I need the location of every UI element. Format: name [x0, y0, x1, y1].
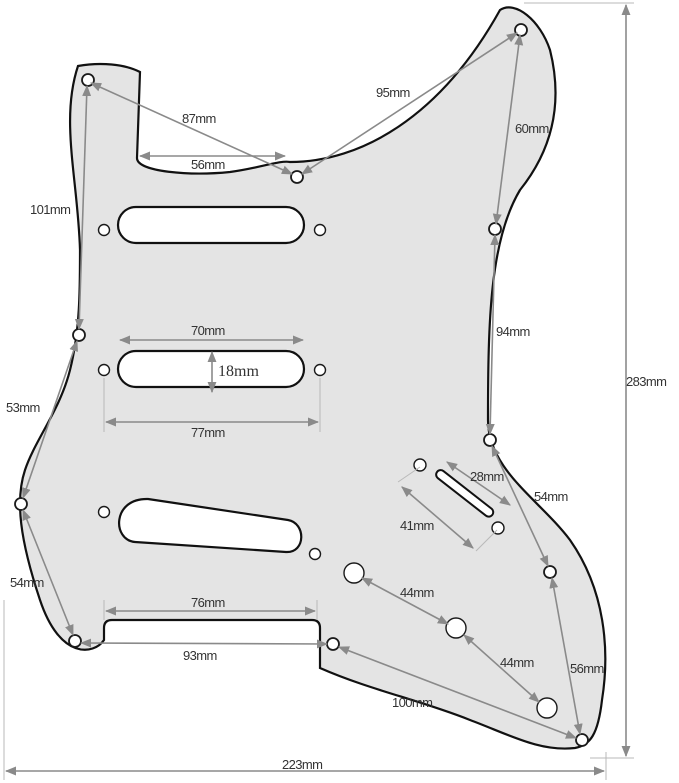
screw-hole	[488, 222, 502, 236]
label-76mm: 76mm	[191, 595, 225, 610]
label-100mm: 100mm	[392, 695, 432, 710]
label-101mm: 101mm	[30, 202, 70, 217]
dim-line-54-left	[22, 508, 74, 637]
label-44mm-b: 44mm	[500, 655, 534, 670]
dimension-lines	[3, 2, 634, 780]
dimension-labels: 87mm 56mm 95mm 60mm 101mm 70mm 18mm 77mm…	[6, 85, 667, 772]
screw-hole	[543, 565, 557, 579]
pot-hole	[445, 617, 467, 639]
mount-hole	[97, 363, 111, 377]
mount-hole	[97, 223, 111, 237]
dim-line-101	[74, 84, 92, 331]
mount-hole	[308, 547, 322, 561]
dim-line-60	[492, 33, 524, 226]
dim-line-54-right	[491, 444, 549, 568]
dim-line-93	[79, 638, 329, 649]
label-94mm: 94mm	[496, 324, 530, 339]
bridge-pickup-slot	[118, 497, 303, 554]
dim-line-95	[301, 32, 518, 175]
dim-line-53	[22, 339, 78, 500]
label-54mm-right: 54mm	[534, 489, 568, 504]
screw-hole	[72, 328, 86, 342]
label-93mm: 93mm	[183, 648, 217, 663]
label-54mm-left: 54mm	[10, 575, 44, 590]
switch-hole	[491, 521, 505, 535]
switch-hole	[413, 458, 427, 472]
pickguard-outline	[18, 6, 607, 750]
label-53mm: 53mm	[6, 400, 40, 415]
label-18mm: 18mm	[218, 363, 259, 380]
mount-hole	[313, 363, 327, 377]
label-70mm: 70mm	[191, 323, 225, 338]
middle-pickup-slot	[116, 349, 306, 389]
mount-hole	[313, 223, 327, 237]
label-283mm: 283mm	[626, 374, 666, 389]
dim-line-100	[337, 646, 578, 739]
label-223mm: 223mm	[282, 757, 322, 772]
label-56mm-right: 56mm	[570, 661, 604, 676]
label-87mm: 87mm	[182, 111, 216, 126]
screw-hole	[575, 733, 589, 747]
label-95mm: 95mm	[376, 85, 410, 100]
screw-hole	[326, 637, 340, 651]
dim-line-94	[485, 233, 500, 436]
label-44mm-a: 44mm	[400, 585, 434, 600]
label-41mm: 41mm	[400, 518, 434, 533]
screw-hole	[483, 433, 497, 447]
mount-hole	[97, 505, 111, 519]
screw-hole	[14, 497, 28, 511]
screw-hole	[68, 634, 82, 648]
dim-line-41	[401, 486, 474, 549]
label-60mm: 60mm	[515, 121, 549, 136]
label-56mm-top: 56mm	[191, 157, 225, 172]
label-28mm: 28mm	[470, 469, 504, 484]
screw-hole	[290, 170, 304, 184]
label-77mm: 77mm	[191, 425, 225, 440]
screw-hole	[514, 23, 528, 37]
dim-line-44-a	[361, 577, 449, 625]
pot-hole	[536, 697, 558, 719]
neck-pickup-slot	[116, 205, 306, 245]
pot-hole	[343, 562, 365, 584]
